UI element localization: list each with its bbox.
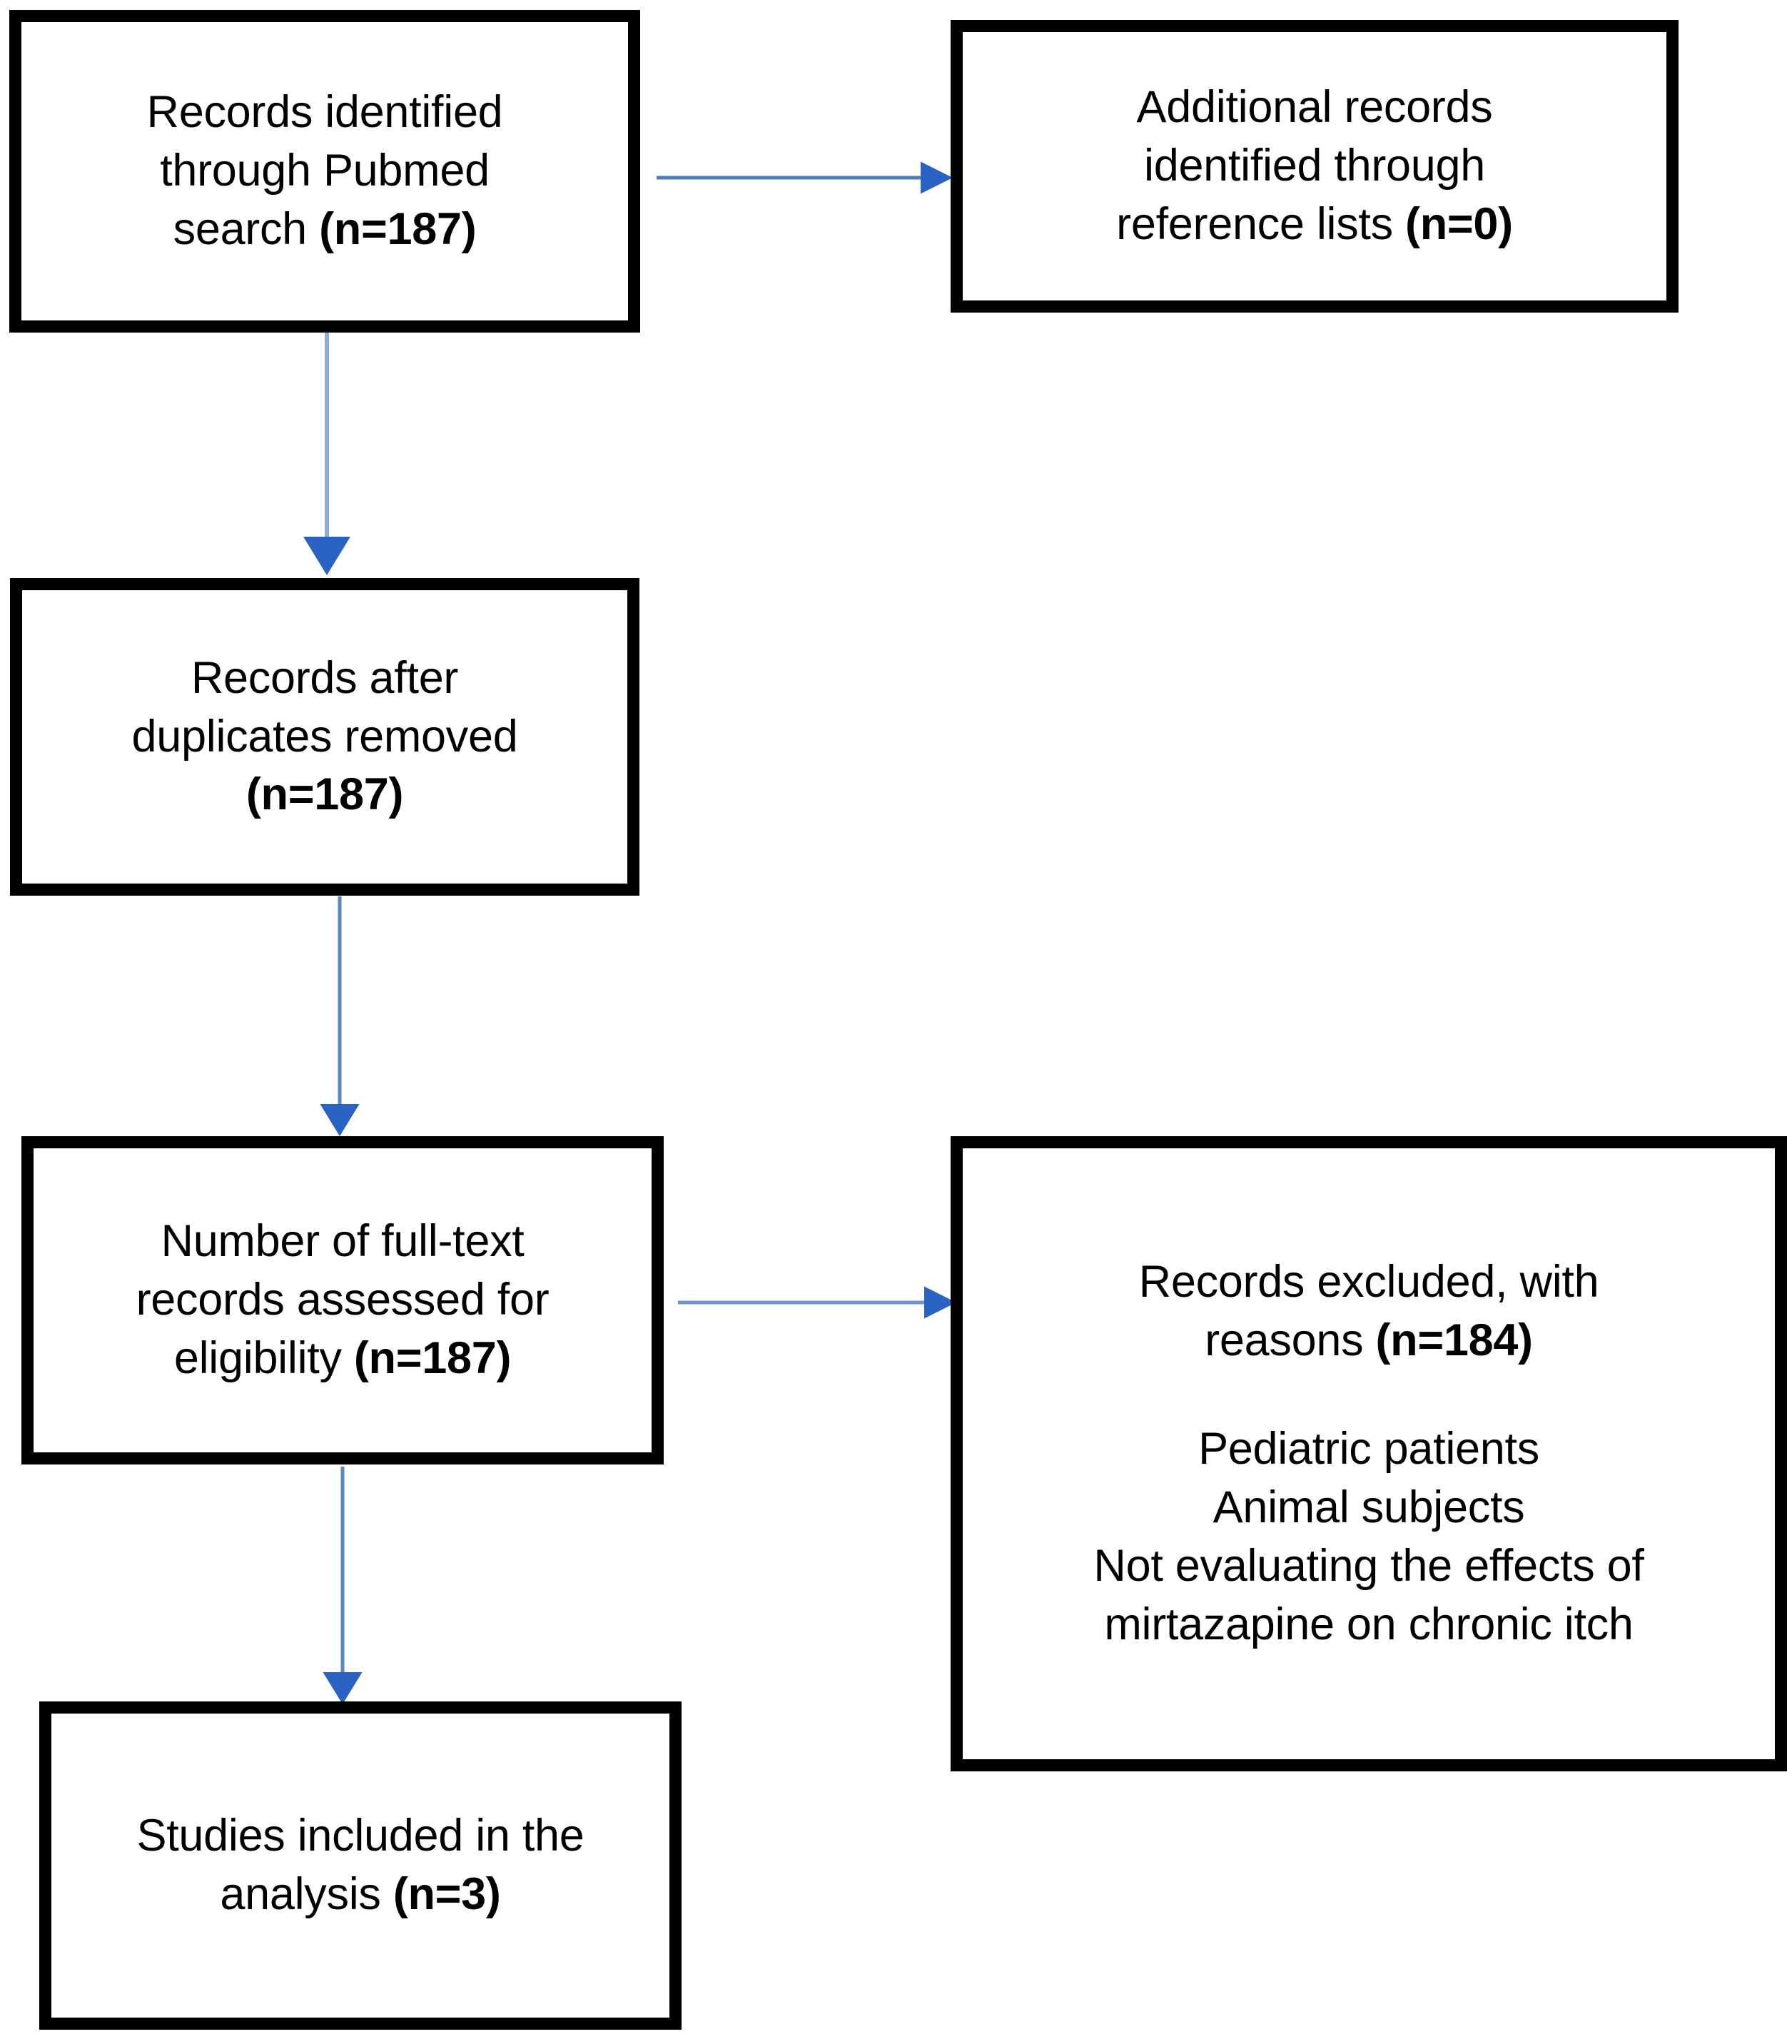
- box-records-identified-count: (n=187): [319, 203, 477, 254]
- box-records-identified-text: Records identified through Pubmed search…: [21, 84, 628, 259]
- box-studies-included-text: Studies included in the analysis (n=3): [51, 1807, 669, 1924]
- box-records-excluded: Records excluded, with reasons (n=184) P…: [951, 1136, 1787, 1771]
- box-studies-included: Studies included in the analysis (n=3): [39, 1701, 682, 2030]
- box-records-after-duplicates: Records after duplicates removed (n=187): [10, 578, 639, 896]
- box-additional-records-count: (n=0): [1405, 198, 1513, 249]
- box-full-text-assessed-text: Number of full-text records assessed for…: [34, 1213, 652, 1388]
- box-studies-included-count: (n=3): [393, 1869, 501, 1919]
- box-records-after-duplicates-label: Records after duplicates removed: [131, 652, 518, 762]
- box-records-identified: Records identified through Pubmed search…: [9, 10, 640, 333]
- box-additional-records-label: Additional records identified through re…: [1116, 82, 1493, 249]
- box-additional-records-text: Additional records identified through re…: [963, 79, 1666, 254]
- box-records-excluded-reasons: Pediatric patients Animal subjects Not e…: [1093, 1424, 1644, 1649]
- box-full-text-assessed-count: (n=187): [353, 1332, 512, 1383]
- box-full-text-assessed-label: Number of full-text records assessed for…: [136, 1216, 550, 1383]
- box-records-identified-label: Records identified through Pubmed search: [146, 87, 503, 254]
- box-records-excluded-count: (n=184): [1375, 1315, 1533, 1366]
- box-full-text-assessed: Number of full-text records assessed for…: [21, 1136, 664, 1464]
- box-records-excluded-text: Records excluded, with reasons (n=184): [963, 1253, 1775, 1370]
- box-records-after-duplicates-count: (n=187): [245, 769, 404, 820]
- box-additional-records: Additional records identified through re…: [951, 20, 1679, 313]
- box-records-excluded-label: Records excluded, with reasons: [1138, 1257, 1599, 1366]
- box-studies-included-label: Studies included in the analysis: [136, 1811, 584, 1919]
- box-records-after-duplicates-text: Records after duplicates removed (n=187): [22, 649, 627, 825]
